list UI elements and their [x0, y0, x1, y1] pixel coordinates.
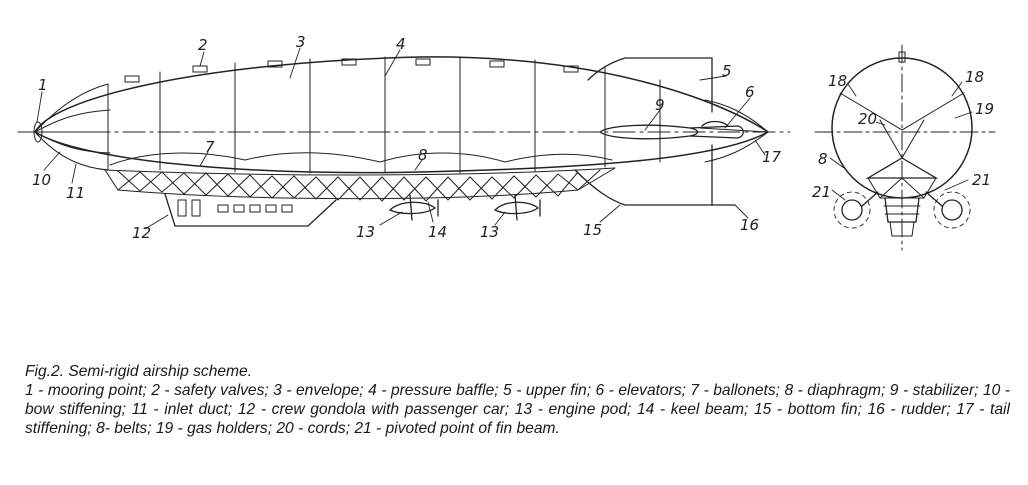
label-9: 9: [655, 96, 665, 114]
label-16: 16: [740, 216, 759, 234]
label-11: 11: [66, 184, 85, 202]
label-21-left: 21: [812, 183, 831, 201]
label-18-left: 18: [828, 72, 847, 90]
label-18-right: 18: [965, 68, 984, 86]
label-4: 4: [396, 35, 406, 53]
label-5: 5: [722, 62, 732, 80]
engine-pod-1: [388, 194, 439, 221]
engine-pod-2: [493, 194, 541, 221]
section-belts: [839, 92, 965, 131]
label-20: 20: [858, 110, 877, 128]
crew-gondola: [164, 193, 337, 227]
section-engine-right: [925, 191, 971, 229]
label-19: 19: [975, 100, 994, 118]
elevator-tab: [701, 120, 729, 127]
bow-stiffening: [33, 83, 111, 171]
section-engine-left: [833, 191, 879, 229]
airship-side-view: [17, 47, 791, 230]
label-14: 14: [428, 223, 447, 241]
label-7: 7: [205, 138, 215, 156]
keel-beam: [104, 167, 616, 202]
label-3: 3: [296, 33, 306, 51]
side-view-leader-lines: [36, 47, 766, 230]
elevators: [689, 125, 744, 139]
side-view-labels: 1 2 3 4 5 6 7 8 9 10 11 12 13 14 13 15 1…: [32, 33, 782, 242]
figure-legend: 1 - mooring point; 2 - safety valves; 3 …: [25, 382, 1010, 437]
section-top-mast: [898, 51, 906, 63]
label-10: 10: [32, 171, 51, 189]
label-21-right: 21: [972, 171, 991, 189]
figure-title: Fig.2. Semi-rigid airship scheme.: [25, 363, 253, 380]
section-leader-lines: [829, 81, 973, 201]
label-13-first: 13: [356, 223, 375, 241]
label-2: 2: [198, 36, 208, 54]
envelope-frames: [107, 56, 661, 174]
label-15: 15: [583, 221, 602, 239]
label-6: 6: [745, 83, 755, 101]
label-12: 12: [132, 224, 151, 242]
upper-fin: [587, 57, 713, 113]
ballonets-line: [109, 152, 613, 166]
stabilizer: [598, 124, 699, 140]
bottom-fin: [574, 169, 736, 206]
label-8-belts: 8: [818, 150, 828, 168]
airship-cross-section: [814, 44, 996, 251]
section-keel-truss: [867, 177, 937, 199]
label-17: 17: [762, 148, 782, 166]
label-1: 1: [38, 76, 48, 94]
figure-caption: Fig.2. Semi-rigid airship scheme. 1 - mo…: [25, 362, 1010, 438]
section-gondola: [883, 197, 921, 237]
label-13-second: 13: [480, 223, 499, 241]
envelope-outline: [33, 56, 770, 174]
airship-scheme-drawing: 1 2 3 4 5 6 7 8 9 10 11 12 13 14 13 15 1…: [17, 33, 996, 251]
section-view-labels: 18 18 19 20 8 21 21: [812, 68, 994, 201]
tail-stiffening: [699, 99, 769, 163]
safety-valves: [124, 58, 579, 83]
label-8: 8: [418, 146, 428, 164]
